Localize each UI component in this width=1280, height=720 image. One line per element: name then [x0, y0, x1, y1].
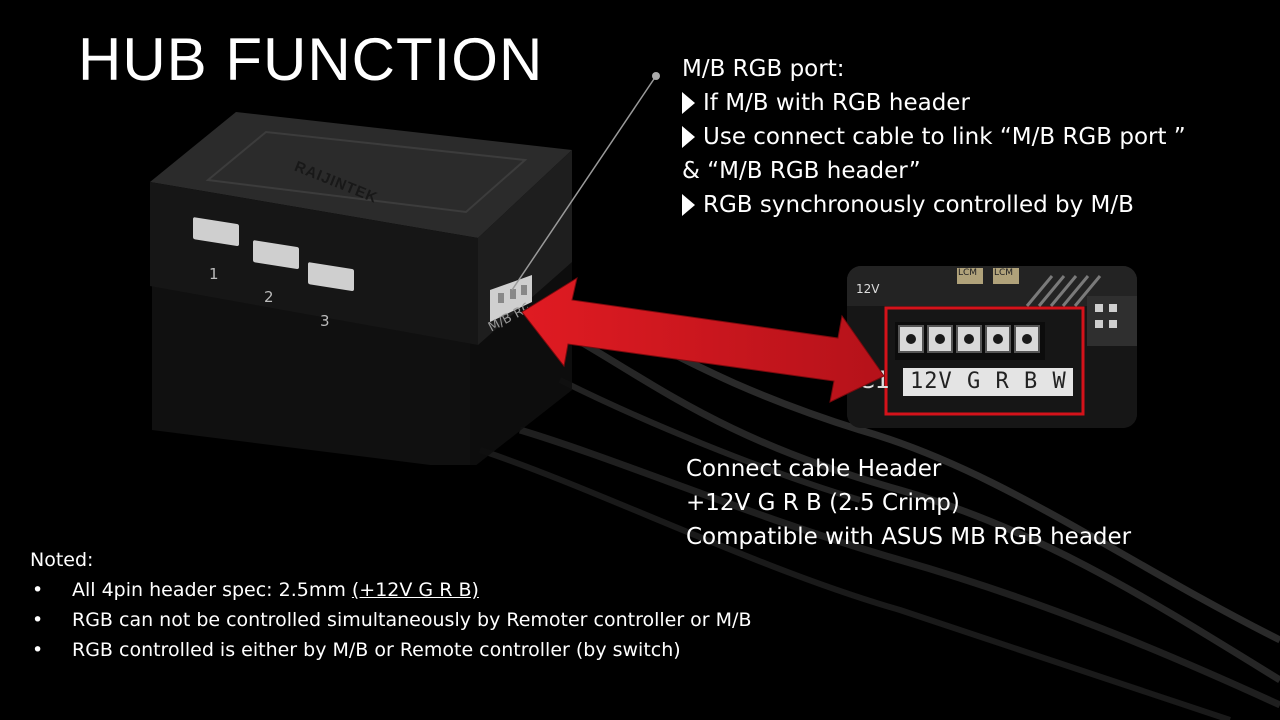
hub-device [150, 112, 572, 465]
triangle-bullet-icon [682, 92, 695, 114]
notes-heading: Noted: [30, 549, 94, 571]
connect-line-3: Compatible with ASUS MB RGB header [686, 524, 1132, 550]
slide-title: HUB FUNCTION [78, 26, 544, 93]
voltage-label: 12V [856, 282, 880, 296]
header-pin-label: 12V G R B W [910, 369, 1067, 394]
port-number-2: 2 [264, 288, 274, 306]
fan-port-2 [253, 240, 299, 269]
bullet-icon: • [32, 639, 44, 661]
notes: Noted: • All 4pin header spec: 2.5mm (+1… [30, 545, 752, 665]
bullet-icon: • [32, 609, 44, 631]
lcm-label-2: LCM [994, 268, 1014, 278]
connect-line-2: +12V G R B (2.5 Crimp) [686, 490, 960, 516]
hub-top-face [150, 112, 572, 238]
port-number-1: 1 [209, 265, 219, 283]
callout-item-continuation: & “M/B RGB header” [682, 158, 921, 184]
callout-item: Use connect cable to link “M/B RGB port … [682, 120, 1186, 154]
lcm-label-1: LCM [958, 268, 978, 278]
motherboard-header-photo [847, 266, 1137, 428]
bullet-icon: • [32, 579, 44, 601]
mb-rgb-callout: M/B RGB port: If M/B with RGB header Use… [682, 52, 1186, 222]
fan-port-3 [308, 262, 354, 291]
callout-item: RGB synchronously controlled by M/B [682, 188, 1186, 222]
note-item: • RGB can not be controlled simultaneous… [30, 605, 752, 635]
connect-cable-info: Connect cable Header +12V G R B (2.5 Cri… [686, 452, 1131, 554]
note-item: • All 4pin header spec: 2.5mm (+12V G R … [30, 575, 752, 605]
connect-line-1: Connect cable Header [686, 456, 942, 482]
note-item: • RGB controlled is either by M/B or Rem… [30, 635, 752, 665]
fan-port-1 [193, 217, 239, 246]
callout-heading: M/B RGB port: [682, 56, 845, 82]
port-number-3: 3 [320, 312, 330, 330]
triangle-bullet-icon [682, 194, 695, 216]
triangle-bullet-icon [682, 126, 695, 148]
callout-item: If M/B with RGB header [682, 86, 1186, 120]
header-side-label: C1 [858, 366, 891, 394]
header-highlight-box [884, 306, 1085, 416]
